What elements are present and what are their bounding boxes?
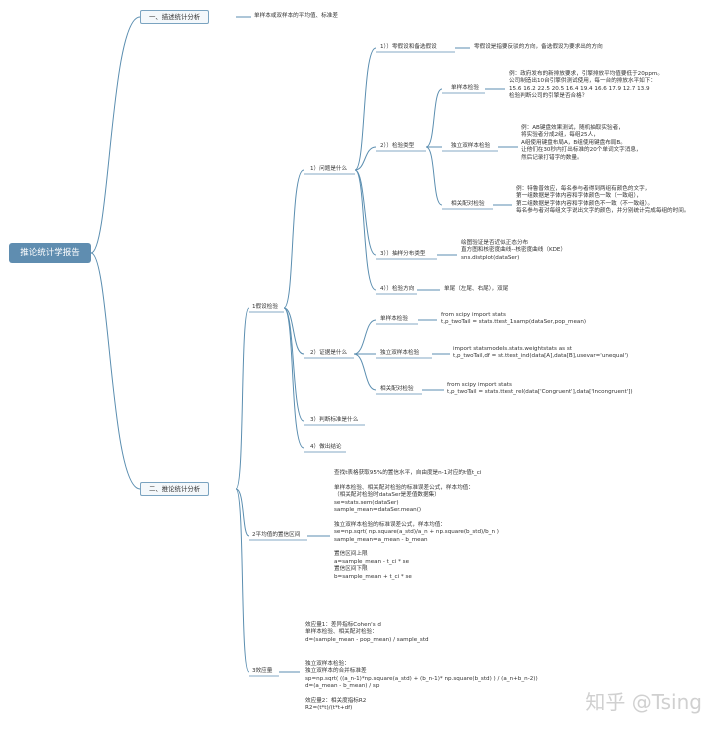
- node-test-type[interactable]: 2））检验类型: [380, 143, 415, 149]
- leaf-test-direction: 单尾（左尾、右尾），双尾: [444, 286, 509, 292]
- branch-descriptive-stats[interactable]: 一、描述统计分析: [140, 10, 210, 24]
- node-evidence-paired[interactable]: 相关配对检验: [380, 386, 414, 392]
- leaf-paired-example: 例：特鲁普效应，每名参与者得到两组有颜色的文字， 第一组数据是字体内容和字体颜色…: [516, 186, 690, 215]
- node-evidence-independent[interactable]: 独立双样本检验: [380, 350, 420, 356]
- leaf-effect-size-cohens-d: 效应量1：差异指标Cohen's d 单样本检验、相关配对检验： d=(samp…: [305, 622, 429, 643]
- node-effect-size[interactable]: 3效应量: [252, 668, 273, 674]
- leaf-evidence-one-sample-code: from scipy import stats t,p_twoTail = st…: [441, 312, 587, 326]
- leaf-evidence-independent-code: import statsmodels.stats.weightstats as …: [453, 346, 629, 360]
- leaf-sampling-distribution: 绘图验证是否近似正态分布 直方图和核密度曲线--核密度曲线（KDE） sns.d…: [461, 240, 567, 261]
- node-paired-test[interactable]: 相关配对检验: [451, 201, 485, 207]
- leaf-null-alt-hypothesis: 零假设是指要反驳的方向，备选假设为要求出的方向: [474, 44, 603, 50]
- node-confidence-interval[interactable]: 2平均值的置信区间: [252, 532, 301, 538]
- node-null-alt-hypothesis[interactable]: 1））零假设和备选假设: [380, 44, 437, 50]
- leaf-evidence-paired-code: from scipy import stats t,p_twoTail = st…: [447, 382, 633, 396]
- node-conclusion[interactable]: 4）做出结论: [310, 444, 342, 450]
- node-evidence-one-sample[interactable]: 单样本检验: [380, 316, 408, 322]
- leaf-one-sample-example: 例：政府发布的新排放要求，引擎排放平均值要低于20ppm。 公司制造出10台引擎…: [509, 71, 663, 100]
- leaf-independent-example: 例：AB键盘效果测试，随机抽取实验者， 将实验者分成2组，每组25人， A组使用…: [521, 125, 642, 161]
- node-independent-test[interactable]: 独立双样本检验: [451, 143, 491, 149]
- node-evidence[interactable]: 2）证据是什么: [310, 350, 348, 356]
- node-hypothesis-test[interactable]: 1假设检验: [252, 304, 278, 310]
- node-test-direction[interactable]: 4））检验方向: [380, 286, 415, 292]
- node-criteria[interactable]: 3）判断标准是什么: [310, 417, 359, 423]
- root-node[interactable]: 推论统计学报告: [9, 243, 91, 263]
- branch-inferential-stats[interactable]: 二、推论统计分析: [140, 482, 210, 496]
- leaf-descriptive-stats: 单样本或双样本的平均值、标准差: [254, 13, 338, 19]
- node-one-sample-test[interactable]: 单样本检验: [451, 85, 479, 91]
- watermark: 知乎 @Tsing: [585, 690, 702, 714]
- leaf-confidence-interval-notes: 查找t表格获取95%的置信水平，自由度是n-1对应的t值t_ci 单样本检验、相…: [334, 470, 499, 580]
- node-question[interactable]: 1）问题是什么: [310, 166, 348, 172]
- node-sampling-distribution[interactable]: 3））抽样分布类型: [380, 251, 426, 257]
- leaf-effect-size-pooled-sd: 独立双样本检验： 独立双样本的合并标准差 sp=np.sqrt( ((a_n-1…: [305, 661, 538, 712]
